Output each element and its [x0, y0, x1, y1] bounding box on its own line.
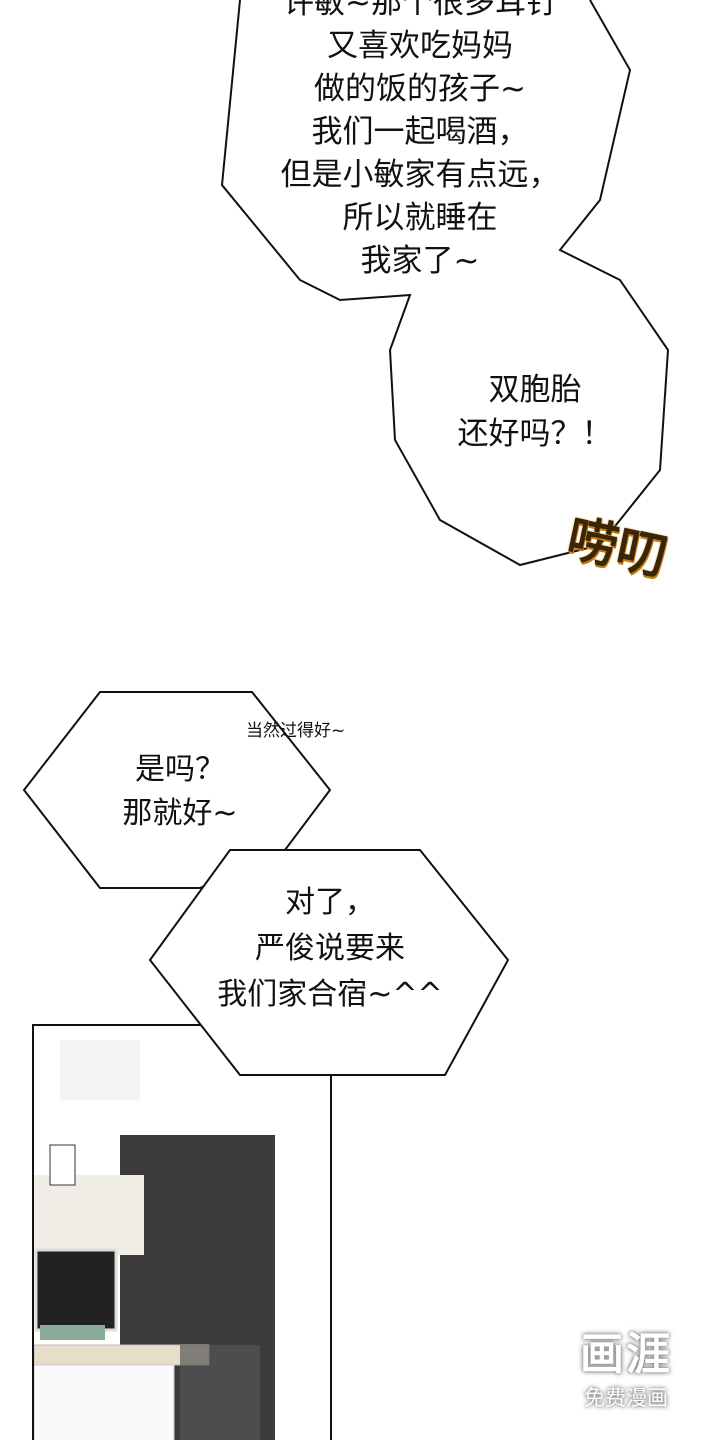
line: 是吗？	[135, 752, 225, 787]
watermark-logo: 画涯 免费漫画	[566, 1318, 686, 1412]
line: 我们家合宿~^^	[217, 977, 443, 1012]
line: 对了，	[285, 885, 375, 920]
line: 许敏~那个很多耳钉	[283, 0, 557, 21]
room-illustration	[32, 1024, 332, 1440]
line: 我们一起喝酒，	[311, 114, 529, 150]
line: 严俊说要来	[255, 931, 405, 966]
line: 所以就睡在	[342, 200, 498, 236]
line: 但是小敏家有点远，	[280, 157, 560, 193]
line: 我家了~	[360, 243, 480, 279]
line: 双胞胎	[488, 372, 582, 408]
bubble-news-text: 对了， 严俊说要来 我们家合宿~^^	[180, 880, 480, 1018]
bubble-top-text: 许敏~那个很多耳钉 又喜欢吃妈妈 做的饭的孩子~ 我们一起喝酒， 但是小敏家有点…	[230, 0, 610, 283]
bubble-reply-text: 是吗？ 那就好~	[90, 748, 270, 836]
watermark-tagline: 免费漫画	[584, 1386, 668, 1410]
line: 又喜欢吃妈妈	[327, 28, 513, 64]
aside-text: 当然过得好~	[246, 721, 346, 741]
watermark-brand: 画涯	[580, 1329, 672, 1380]
line: 做的饭的孩子~	[314, 71, 526, 107]
line: 那就好~	[122, 796, 238, 831]
speech-bubble-top	[220, 0, 670, 567]
line: 还好吗？！	[457, 416, 613, 452]
bubble-twins-text: 双胞胎 还好吗？！	[420, 368, 650, 456]
speech-bubble-news	[148, 849, 510, 1076]
